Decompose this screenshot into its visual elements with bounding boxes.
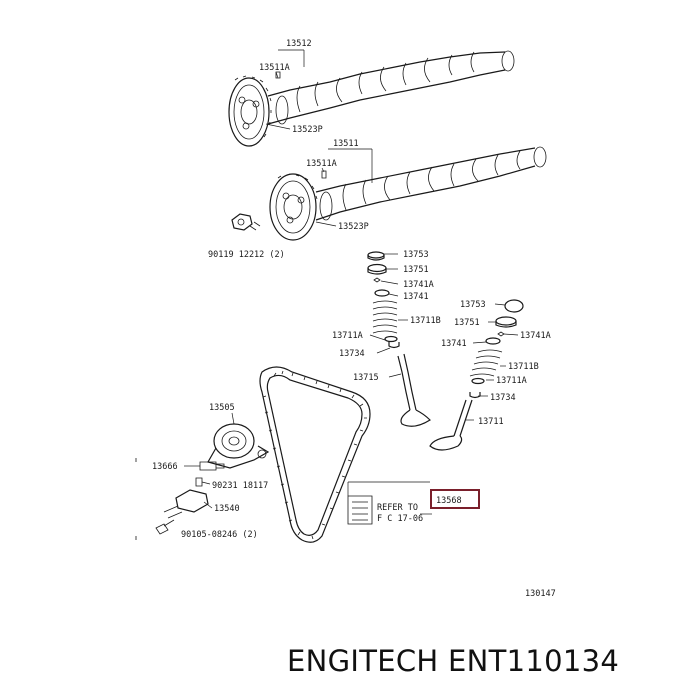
- label-13734-a: 13734: [339, 349, 365, 359]
- upper-camshaft: [228, 50, 515, 147]
- refer-note-line2: F C 17-06: [377, 514, 423, 524]
- diagram-code: 130147: [525, 589, 556, 599]
- label-13715: 13715: [353, 373, 379, 383]
- label-13523p-mid: 13523P: [338, 222, 369, 232]
- belt-tensioner-pusher: [163, 489, 209, 519]
- label-13666: 13666: [152, 462, 178, 472]
- label-13751-b: 13751: [454, 318, 480, 328]
- label-13711b-b: 13711B: [508, 362, 539, 372]
- valve-assembly-b: [429, 299, 524, 451]
- label-13711b-a: 13711B: [410, 316, 441, 326]
- label-13711a-b: 13711A: [496, 376, 527, 386]
- label-13741-b: 13741: [441, 339, 467, 349]
- timing-belt: [259, 366, 371, 543]
- valve-assembly-a: [367, 251, 431, 427]
- label-13523p-top: 13523P: [292, 125, 323, 135]
- label-13511a-top: 13511A: [259, 63, 290, 73]
- label-13512: 13512: [286, 39, 312, 49]
- label-13751-a: 13751: [403, 265, 429, 275]
- timing-cover-reference: [347, 481, 432, 525]
- bolt-90119: [231, 213, 261, 231]
- brand-part-number: ENGITECH ENT110134: [287, 644, 620, 678]
- label-13511a-mid: 13511A: [306, 159, 337, 169]
- label-13753-a: 13753: [403, 250, 429, 260]
- refer-note-line1: REFER TO: [377, 503, 418, 513]
- label-13753-b: 13753: [460, 300, 486, 310]
- label-13741a-b: 13741A: [520, 331, 551, 341]
- label-90119: 90119 12212 (2): [208, 250, 285, 260]
- label-90105: 90105-08246 (2): [181, 530, 258, 540]
- label-13511: 13511: [333, 139, 359, 149]
- label-13734-b: 13734: [490, 393, 516, 403]
- label-13711: 13711: [478, 417, 504, 427]
- label-13741-a: 13741: [403, 292, 429, 302]
- leader-13512: [278, 49, 305, 67]
- label-13711a-a: 13711A: [332, 331, 363, 341]
- label-90231: 90231 18117: [212, 481, 268, 491]
- label-13741a-a: 13741A: [403, 280, 434, 290]
- belt-tensioner: [207, 423, 270, 469]
- label-13505: 13505: [209, 403, 235, 413]
- bolt-13666: [199, 461, 225, 471]
- lower-camshaft: [269, 146, 547, 241]
- upper-cam-pin: [275, 71, 281, 79]
- label-13540: 13540: [214, 504, 240, 514]
- label-13568: 13568: [436, 496, 462, 506]
- highlight-box-13568: [430, 489, 480, 509]
- bolt-90105: [155, 519, 175, 535]
